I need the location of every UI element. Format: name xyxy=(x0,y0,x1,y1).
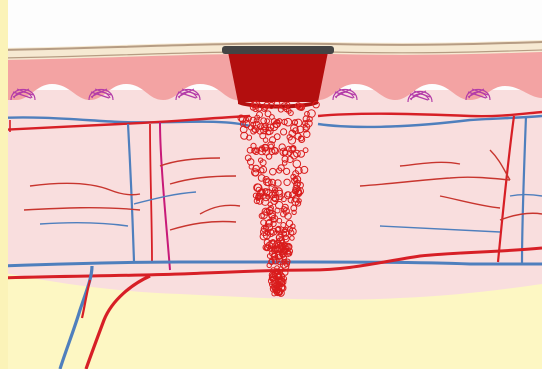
left-edge-strip xyxy=(0,0,8,369)
suction-cup-icon xyxy=(222,46,334,109)
